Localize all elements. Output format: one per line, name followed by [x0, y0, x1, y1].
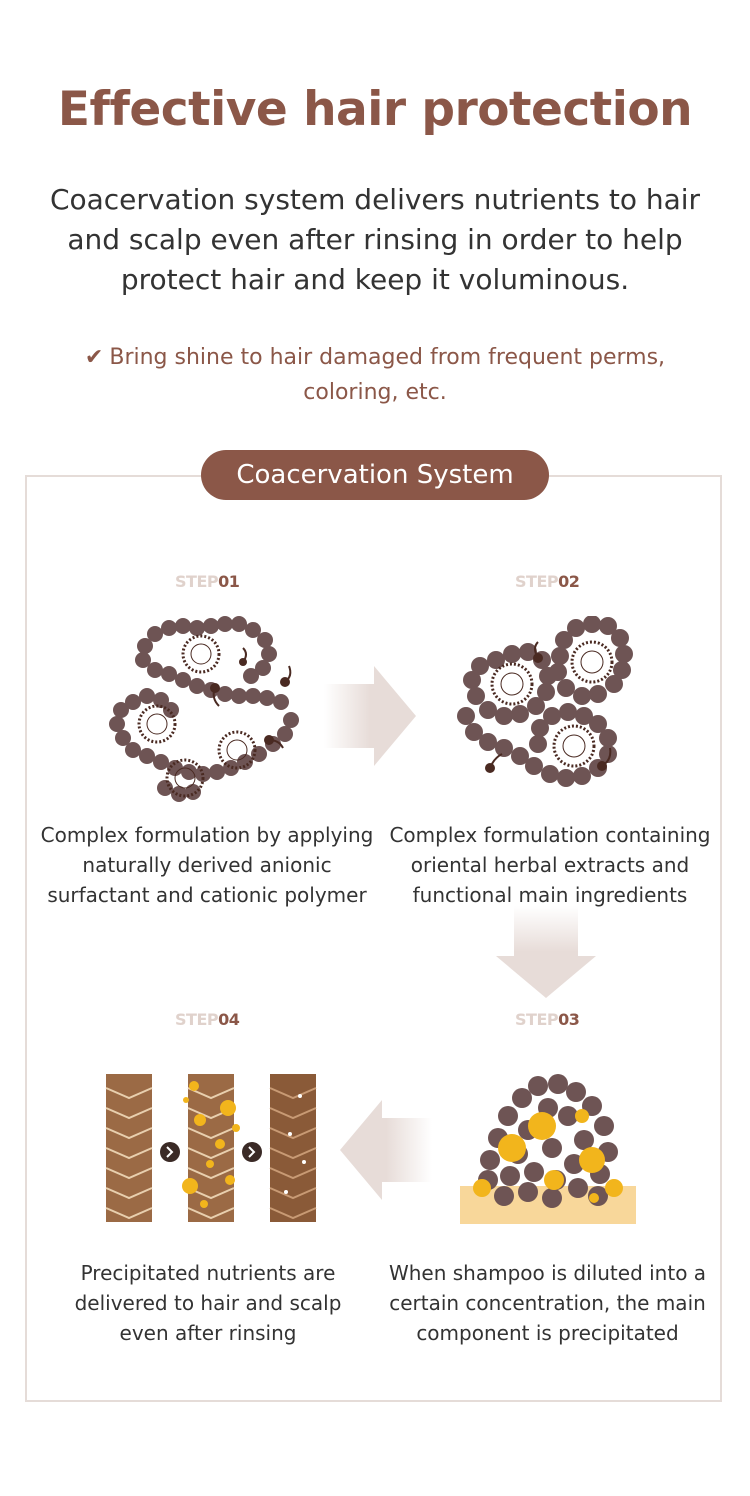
- step-01-desc: Complex formulation by applying naturall…: [40, 823, 374, 907]
- step-02-desc: Complex formulation containing oriental …: [389, 823, 711, 907]
- polymer-chain-icon: [109, 616, 299, 802]
- step-02-label: STEP02: [515, 572, 580, 591]
- step-03-label: STEP03: [515, 1010, 580, 1029]
- arrow-left-icon: [340, 1100, 432, 1200]
- precipitate-icon: [460, 1074, 636, 1224]
- micelle-cluster-icon: [457, 616, 633, 787]
- step-04-desc: Precipitated nutrients are delivered to …: [74, 1261, 342, 1345]
- arrow-down-icon: [496, 906, 596, 998]
- page-title: Effective hair protection: [57, 82, 693, 137]
- step-01-label: STEP01: [175, 572, 240, 591]
- section-label: Coacervation System: [201, 450, 549, 500]
- arrow-right-icon: [324, 666, 416, 766]
- step-03-desc: When shampoo is diluted into a certain c…: [388, 1261, 707, 1345]
- benefit-line: ✔Bring shine to hair damaged from freque…: [75, 340, 675, 410]
- step-04-label: STEP04: [175, 1010, 240, 1029]
- hair-strand-icon: [105, 1074, 317, 1222]
- benefit-text: Bring shine to hair damaged from frequen…: [109, 345, 666, 405]
- intro-text: Coacervation system delivers nutrients t…: [49, 183, 701, 296]
- checkmark-icon: ✔: [84, 345, 104, 370]
